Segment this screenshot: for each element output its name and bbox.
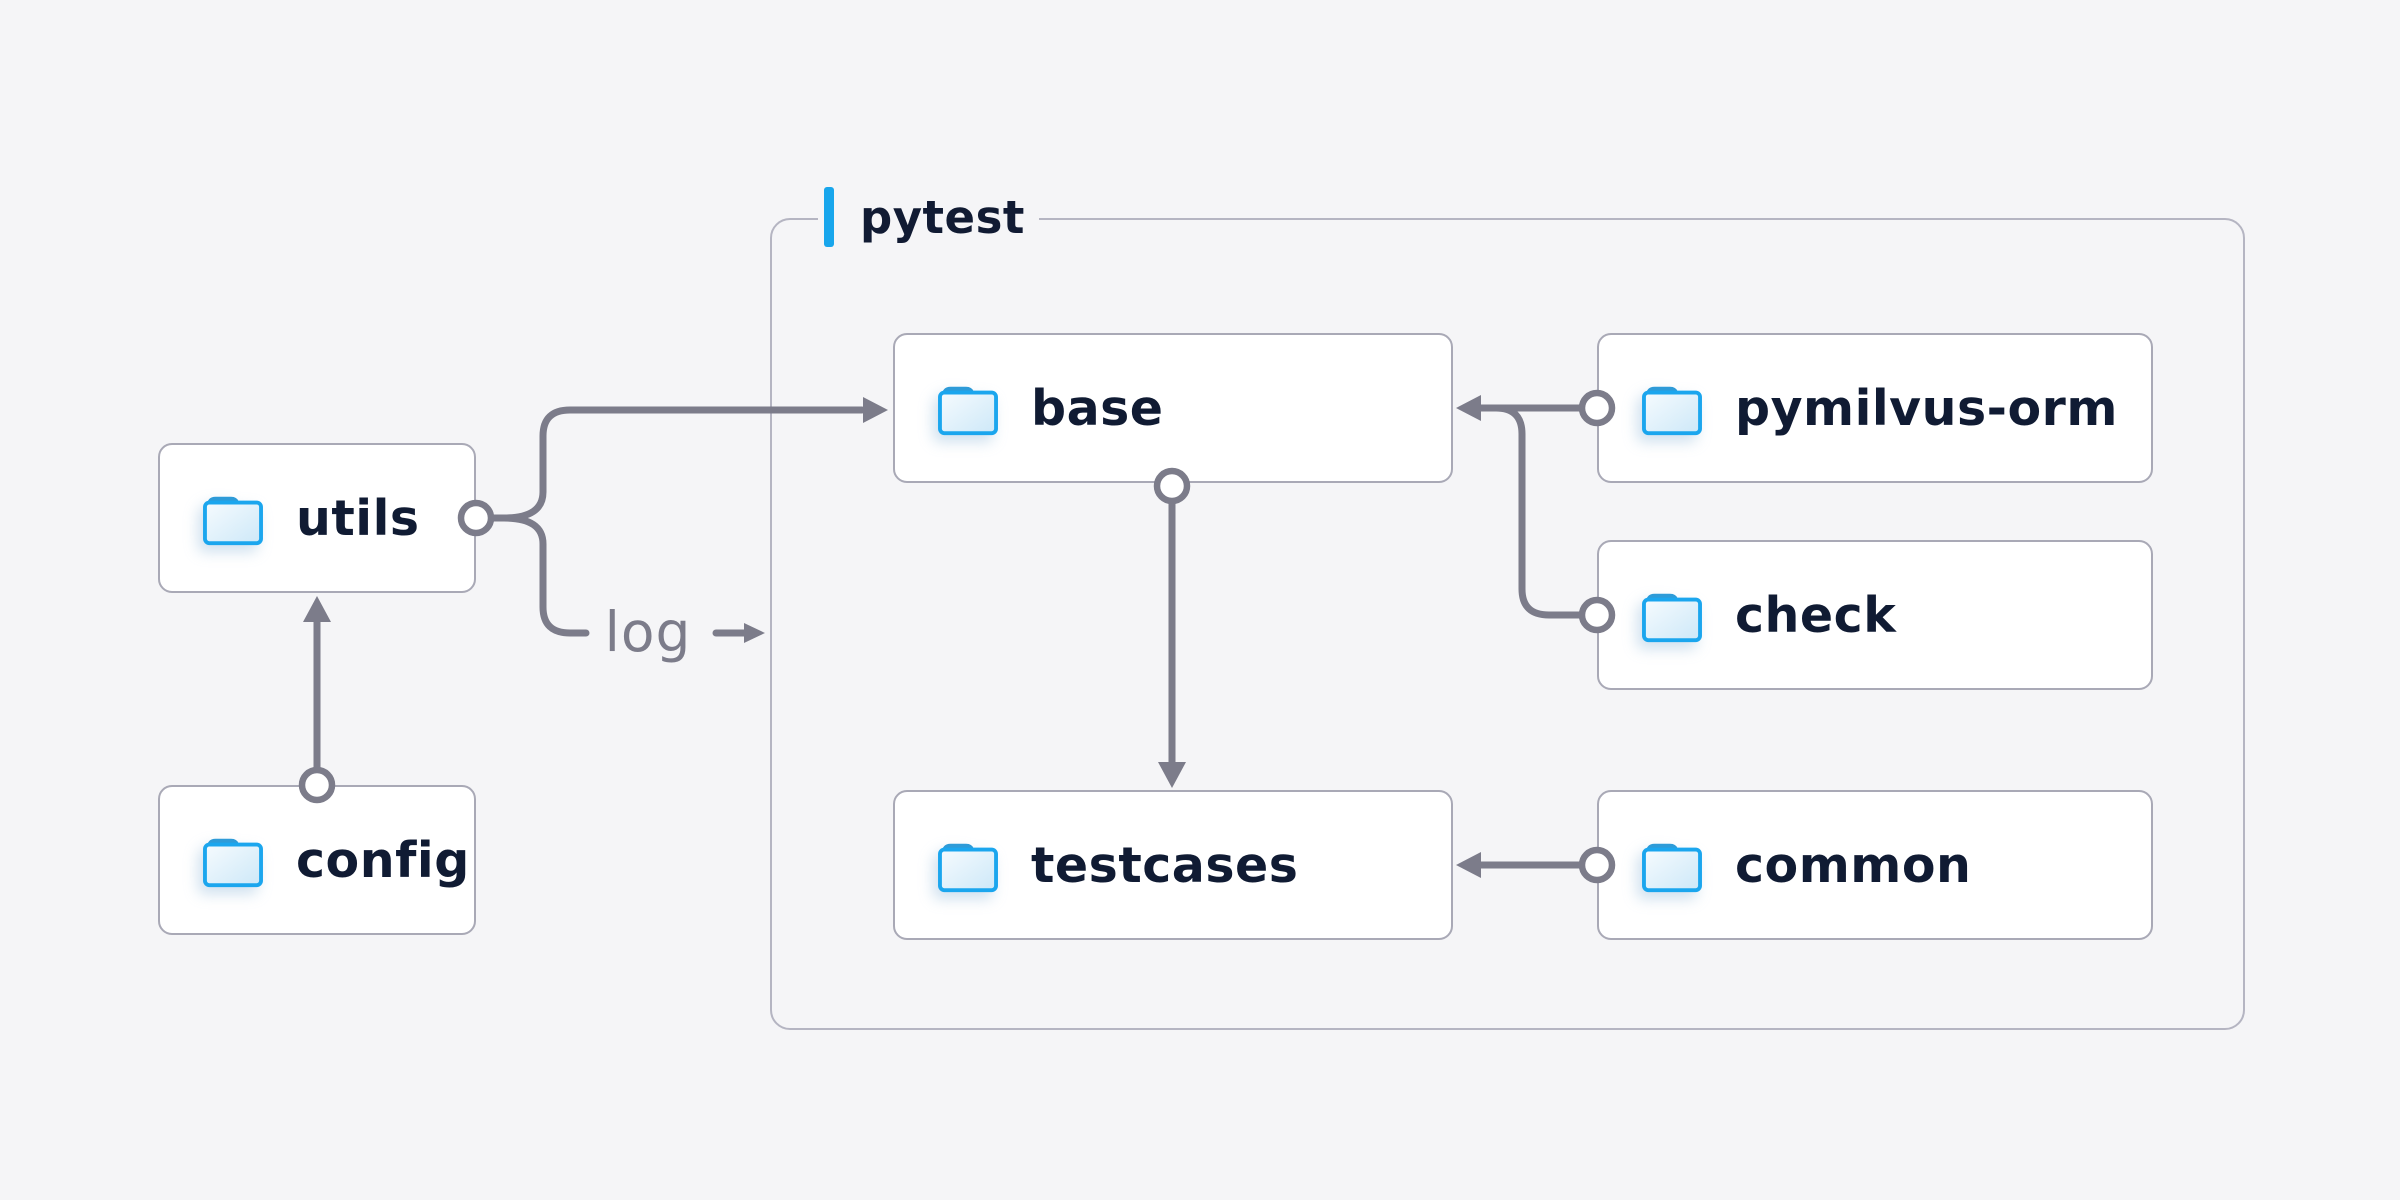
node-label: pymilvus-orm <box>1735 379 2118 437</box>
node-common: common <box>1597 790 2153 940</box>
edge-label-log: log <box>604 600 692 664</box>
node-config: config <box>158 785 476 935</box>
edge-config-utils <box>298 596 336 804</box>
node-base: base <box>893 333 1453 483</box>
node-label: config <box>296 831 470 889</box>
folder-icon <box>938 386 998 436</box>
pytest-group-container <box>770 218 2245 1030</box>
folder-icon <box>1642 386 1702 436</box>
folder-icon <box>203 838 263 888</box>
node-utils: utils <box>158 443 476 593</box>
folder-icon <box>1642 843 1702 893</box>
node-label: testcases <box>1031 836 1299 894</box>
node-label: utils <box>296 489 420 547</box>
node-label: common <box>1735 836 1972 894</box>
node-label: base <box>1031 379 1164 437</box>
node-pymilvus-orm: pymilvus-orm <box>1597 333 2153 483</box>
accent-bar-icon <box>824 187 834 247</box>
folder-icon <box>203 496 263 546</box>
node-check: check <box>1597 540 2153 690</box>
folder-icon <box>938 843 998 893</box>
folder-icon <box>1642 593 1702 643</box>
pytest-group-title: pytest <box>860 190 1025 244</box>
node-label: check <box>1735 586 1897 644</box>
node-testcases: testcases <box>893 790 1453 940</box>
pytest-group-label: pytest <box>818 184 1039 250</box>
